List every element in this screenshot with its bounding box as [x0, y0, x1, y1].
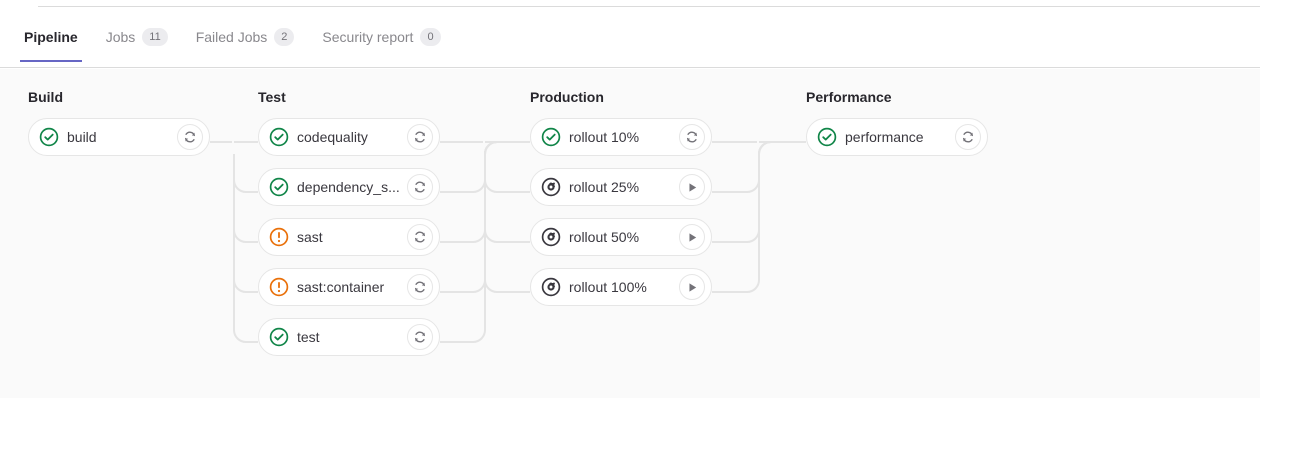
retry-icon — [415, 181, 425, 193]
job-name: rollout 10% — [569, 129, 640, 145]
job-card[interactable]: rollout 25% — [530, 168, 712, 206]
job-name: performance — [845, 129, 924, 145]
connector-line — [233, 154, 258, 343]
status-success-icon — [269, 177, 289, 197]
connector-line — [712, 141, 772, 193]
connector-line — [440, 141, 498, 193]
tab-badge: 11 — [142, 28, 168, 46]
retry-icon — [415, 231, 425, 243]
pipeline-stage-test: Test codequality dependency_s...sast sast:c… — [258, 69, 440, 368]
top-divider — [38, 6, 1260, 7]
play-icon — [688, 182, 696, 192]
job-name: rollout 25% — [569, 179, 640, 195]
job-card[interactable]: dependency_s... — [258, 168, 440, 206]
job-card[interactable]: sast:container — [258, 268, 440, 306]
job-name: rollout 100% — [569, 279, 647, 295]
connector-line — [712, 141, 772, 293]
connector-line — [233, 154, 258, 243]
tab-failed-jobs[interactable]: Failed Jobs 2 — [182, 22, 309, 62]
retry-icon — [185, 131, 195, 143]
job-retry-button[interactable] — [407, 174, 433, 200]
stage-title: Production — [530, 89, 604, 105]
pipeline-stage-performance: Performance performance — [806, 69, 988, 168]
job-card[interactable]: build — [28, 118, 210, 156]
status-manual-icon — [541, 277, 561, 297]
pipeline-connectors — [210, 141, 806, 343]
tab-badge: 2 — [274, 28, 295, 46]
job-retry-button[interactable] — [407, 274, 433, 300]
job-retry-button[interactable] — [177, 124, 203, 150]
job-name: build — [67, 129, 97, 145]
job-name: dependency_s... — [297, 179, 400, 195]
pipeline-tab-bar: Pipeline Jobs 11 Failed Jobs 2 Security repor… — [0, 22, 1260, 68]
tab-jobs[interactable]: Jobs 11 — [92, 22, 182, 62]
status-success-icon — [39, 127, 59, 147]
tab-label: Pipeline — [24, 29, 78, 45]
status-manual-icon — [541, 177, 561, 197]
status-success-icon — [817, 127, 837, 147]
status-success-icon — [269, 327, 289, 347]
job-name: test — [297, 329, 320, 345]
tab-security-report[interactable]: Security report 0 — [308, 22, 454, 62]
job-name: sast — [297, 229, 323, 245]
retry-icon — [415, 131, 425, 143]
tab-badge: 0 — [420, 28, 441, 46]
job-card[interactable]: codequality — [258, 118, 440, 156]
job-name: rollout 50% — [569, 229, 640, 245]
job-retry-button[interactable] — [955, 124, 981, 150]
connector-line — [484, 154, 530, 293]
connector-line — [440, 141, 498, 343]
status-success-icon — [541, 127, 561, 147]
play-icon — [688, 232, 696, 242]
job-card[interactable]: test — [258, 318, 440, 356]
job-card[interactable]: rollout 100% — [530, 268, 712, 306]
job-retry-button[interactable] — [407, 324, 433, 350]
tab-label: Jobs — [105, 29, 136, 45]
status-manual-icon — [541, 227, 561, 247]
status-warning-icon — [269, 227, 289, 247]
tab-pipeline[interactable]: Pipeline — [10, 22, 92, 62]
play-icon — [688, 282, 696, 292]
pipeline-graph-canvas: Build build Test codequality dependency_s...… — [0, 69, 1260, 398]
job-name: sast:container — [297, 279, 385, 295]
connector-line — [484, 154, 530, 193]
retry-icon — [415, 331, 425, 343]
pipeline-stage-production: Production rollout 10% rollout 25% rollout … — [530, 69, 712, 318]
stage-title: Performance — [806, 89, 892, 105]
job-card[interactable]: rollout 50% — [530, 218, 712, 256]
retry-icon — [963, 131, 973, 143]
job-play-button[interactable] — [679, 274, 705, 300]
retry-icon — [687, 131, 697, 143]
status-warning-icon — [269, 277, 289, 297]
job-card[interactable]: sast — [258, 218, 440, 256]
stage-title: Test — [258, 89, 286, 105]
job-play-button[interactable] — [679, 174, 705, 200]
tab-label: Failed Jobs — [195, 29, 268, 45]
retry-icon — [415, 281, 425, 293]
pipeline-stage-build: Build build — [28, 69, 210, 168]
connector-line — [233, 154, 258, 193]
job-retry-button[interactable] — [407, 124, 433, 150]
job-retry-button[interactable] — [679, 124, 705, 150]
connector-line — [484, 154, 530, 243]
status-success-icon — [269, 127, 289, 147]
job-name: codequality — [297, 129, 368, 145]
stage-title: Build — [28, 89, 63, 105]
job-play-button[interactable] — [679, 224, 705, 250]
job-card[interactable]: rollout 10% — [530, 118, 712, 156]
job-card[interactable]: performance — [806, 118, 988, 156]
connector-line — [440, 141, 498, 293]
job-retry-button[interactable] — [407, 224, 433, 250]
connector-line — [233, 154, 258, 293]
tab-label: Security report — [322, 29, 414, 45]
